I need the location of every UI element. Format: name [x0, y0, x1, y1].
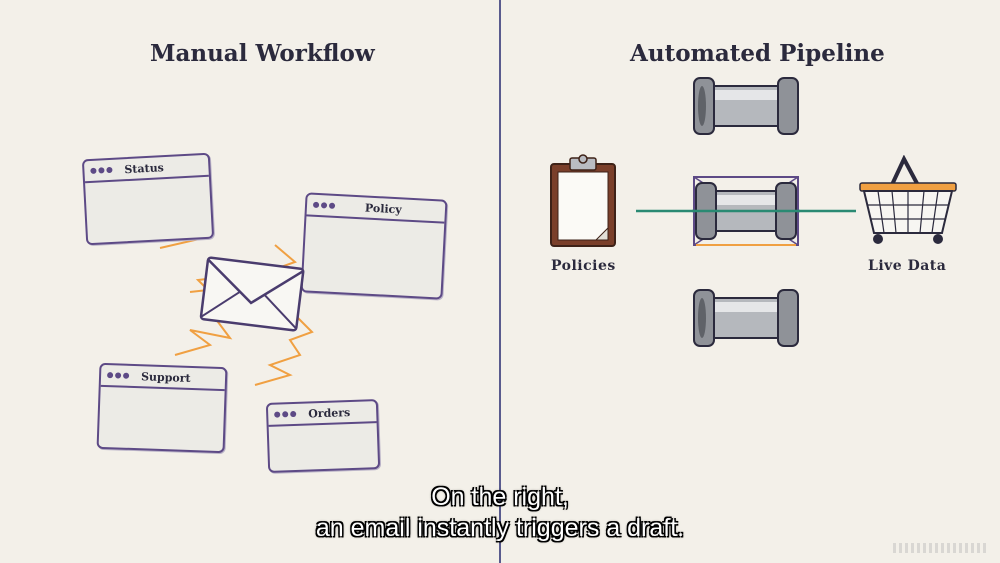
bolt-orders: [254, 317, 314, 386]
panel-divider: [499, 0, 501, 563]
clipboard-icon: [550, 154, 616, 247]
policies-label: Policies: [551, 258, 616, 274]
live-data-label: Live Data: [868, 258, 947, 274]
envelope-icon: [199, 256, 305, 332]
pipe-icon-top: [693, 77, 799, 135]
shopping-basket-icon: [859, 155, 957, 244]
caption-line-1: On the right,: [431, 483, 569, 511]
manual-workflow-title: Manual Workflow: [150, 40, 375, 67]
pipe-icon-middle: [692, 176, 800, 246]
watermark-logo: [893, 541, 993, 555]
subtitle-caption: On the right, an email instantly trigger…: [0, 482, 1000, 544]
automated-pipeline-title: Automated Pipeline: [630, 40, 885, 67]
pipe-icon-bottom: [693, 289, 799, 347]
bolt-support: [174, 317, 233, 356]
caption-line-2: an email instantly triggers a draft.: [315, 514, 685, 542]
